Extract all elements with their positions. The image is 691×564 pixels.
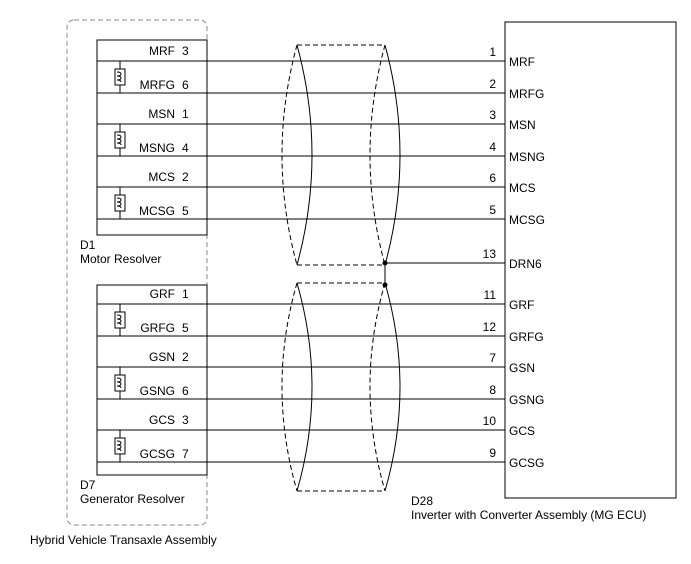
pin-number: 3 (182, 44, 189, 58)
generator-wires (97, 303, 505, 463)
signal-label: GSNG (509, 393, 544, 407)
ecu-name: Inverter with Converter Assembly (MG ECU… (411, 508, 646, 522)
pin-number: 5 (182, 204, 189, 218)
signal-label: GRFG (140, 321, 175, 335)
pin-number: 10 (483, 414, 497, 428)
signal-label: MSN (148, 107, 175, 121)
pin-number: 8 (489, 383, 496, 397)
drain-junction-bottom (382, 282, 388, 288)
signal-label: MRF (509, 55, 535, 69)
signal-label: MRFG (509, 87, 544, 101)
pin-number: 2 (182, 350, 189, 364)
generator-shield (281, 282, 401, 492)
pin-number: 1 (182, 287, 189, 301)
signal-label: MCSG (509, 213, 545, 227)
pin-number: 3 (182, 413, 189, 427)
ecu-generator-labels: 11 GRF 12 GRFG 7 GSN 8 GSNG 10 GCS 9 GCS… (483, 288, 545, 470)
signal-label: MSNG (509, 150, 545, 164)
pin-number: 1 (489, 45, 496, 59)
signal-label: GCSG (509, 456, 544, 470)
motor-resolver-labels: MRF 3 MRFG 6 MSN 1 MSNG 4 MCS 2 MCSG 5 D… (80, 44, 189, 266)
signal-label: DRN6 (509, 257, 542, 271)
motor-wires (97, 60, 505, 220)
pin-number: 5 (182, 321, 189, 335)
signal-label: GCS (149, 413, 175, 427)
transaxle-assembly-label: Hybrid Vehicle Transaxle Assembly (30, 533, 217, 547)
signal-label: GRFG (509, 330, 544, 344)
pin-number: 11 (484, 288, 497, 302)
signal-label: MCSG (139, 204, 175, 218)
ecu-box (504, 21, 677, 499)
pin-number: 4 (182, 141, 189, 155)
generator-resolver-name: Generator Resolver (80, 492, 185, 506)
signal-label: GRF (509, 298, 534, 312)
signal-label: GCS (509, 424, 535, 438)
pin-number: 6 (182, 78, 189, 92)
pin-number: 9 (489, 446, 496, 460)
generator-resolver-labels: GRF 1 GRFG 5 GSN 2 GSNG 6 GCS 3 GCSG 7 D… (80, 287, 189, 506)
signal-label: GRF (150, 287, 175, 301)
signal-label: GSNG (140, 384, 175, 398)
pin-number: 2 (489, 77, 496, 91)
motor-resolver-name: Motor Resolver (80, 252, 161, 266)
motor-resolver-connector: D1 (80, 238, 96, 252)
drain-junction-top (382, 260, 388, 266)
signal-label: MCS (509, 181, 536, 195)
signal-label: MRFG (140, 78, 175, 92)
pin-number: 13 (483, 247, 497, 261)
signal-label: MSN (509, 118, 536, 132)
pin-number: 3 (489, 108, 496, 122)
pin-number: 7 (182, 447, 189, 461)
pin-number: 6 (182, 384, 189, 398)
motor-coil-icons (114, 68, 126, 212)
pin-number: 4 (489, 140, 496, 154)
signal-label: GSN (149, 350, 175, 364)
ecu-connector: D28 (411, 494, 433, 508)
signal-label: GCSG (140, 447, 175, 461)
drain-wire (384, 262, 505, 285)
pin-number: 12 (483, 320, 497, 334)
signal-label: MSNG (139, 141, 175, 155)
pin-number: 7 (489, 351, 496, 365)
ecu-motor-labels: 1 MRF 2 MRFG 3 MSN 4 MSNG 6 MCS 5 MCSG 1… (483, 45, 545, 271)
generator-coil-icons (114, 311, 126, 455)
pin-number: 1 (182, 107, 189, 121)
signal-label: MCS (148, 170, 175, 184)
signal-label: MRF (149, 44, 175, 58)
pin-number: 2 (182, 170, 189, 184)
pin-number: 5 (489, 203, 496, 217)
pin-number: 6 (489, 171, 496, 185)
signal-label: GSN (509, 361, 535, 375)
generator-resolver-connector: D7 (80, 478, 96, 492)
motor-shield (281, 44, 401, 266)
